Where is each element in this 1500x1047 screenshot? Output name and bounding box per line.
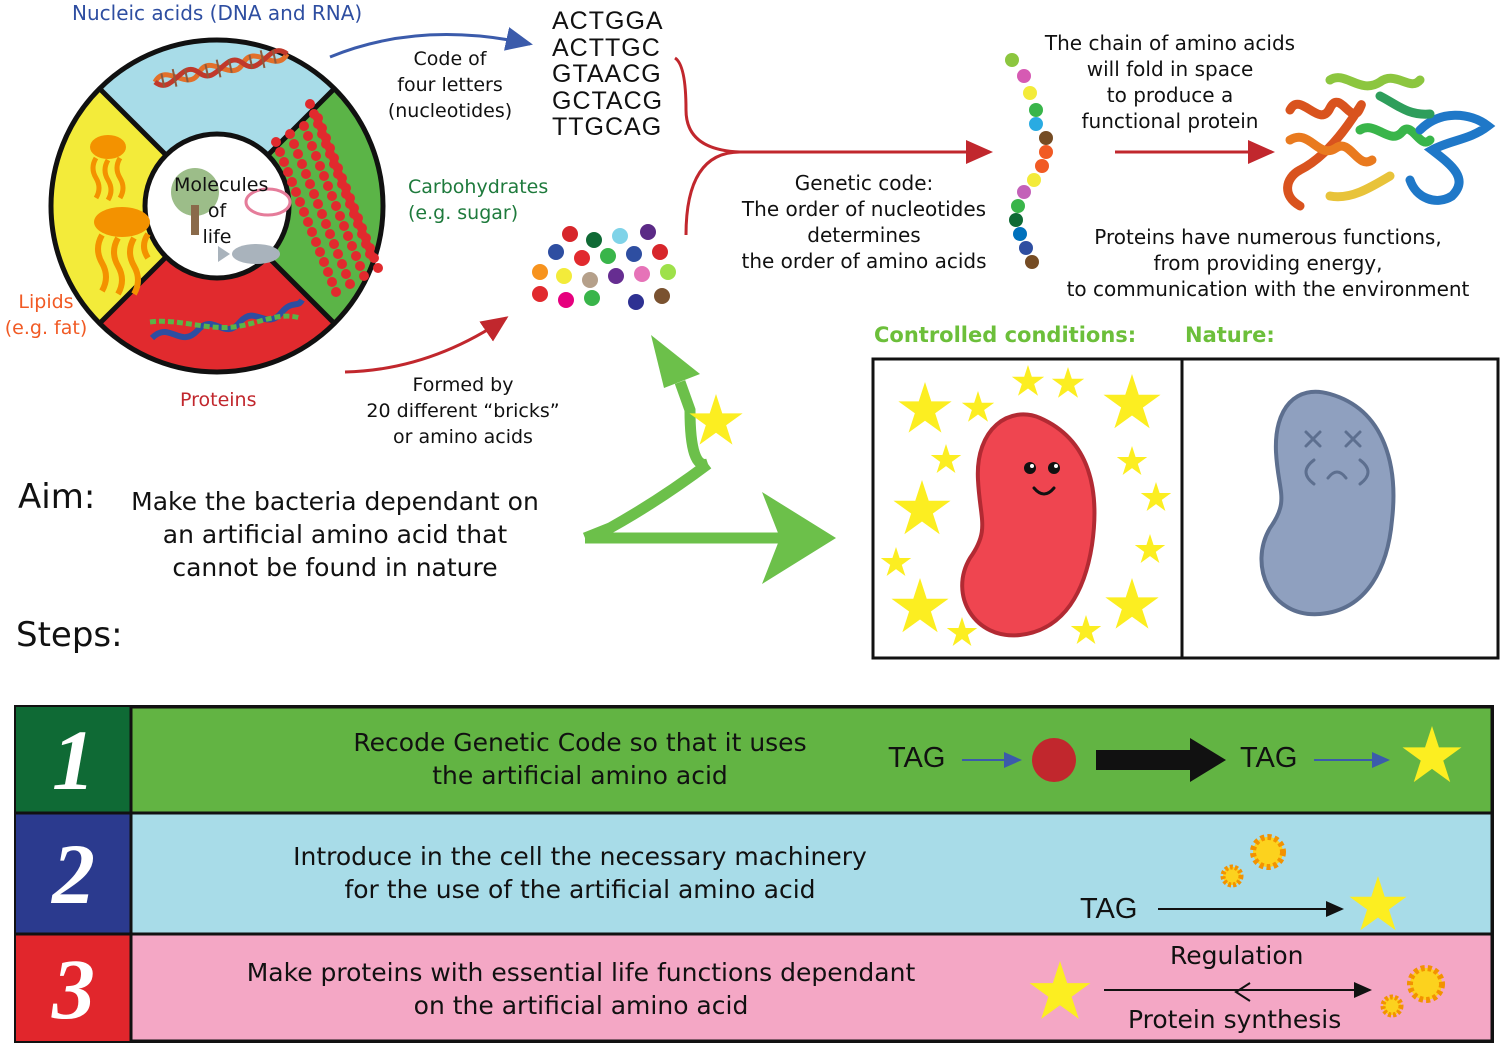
dna-sequence: GCTACG (552, 86, 664, 115)
genetic-code-line-4: the order of amino acids (741, 249, 987, 273)
step-2-number-cell (16, 813, 131, 934)
nature-label: Nature: (1185, 323, 1275, 347)
fold-text: The chain of amino acids will fold in sp… (1028, 30, 1312, 134)
recode-arrow (1096, 738, 1226, 782)
carbohydrates-label: Carbohydrates (e.g. sugar) (408, 174, 548, 226)
protein-synthesis-arrowhead (1234, 982, 1251, 1002)
arrow-protein-to-aminoacids (344, 316, 509, 374)
step-1-line-2: the artificial amino acid (432, 761, 728, 790)
dead-bacterium-icon (1259, 389, 1396, 617)
arrow-dna-to-code (329, 27, 533, 59)
fold-line-2: will fold in space (1086, 57, 1254, 81)
code-line-2: four letters (397, 74, 503, 96)
functions-text: Proteins have numerous functions, from p… (1040, 224, 1496, 302)
lipids-label: Lipids (e.g. fat) (0, 289, 92, 341)
code-line-3: (nucleotides) (387, 100, 513, 122)
step-1-text: Recode Genetic Code so that it uses the … (230, 726, 930, 792)
step-3-row (129, 932, 1494, 1043)
fold-line-4: functional protein (1081, 109, 1259, 133)
natural-amino-acid-icon (1032, 738, 1076, 782)
nucleic-acids-label: Nucleic acids (DNA and RNA) (72, 1, 363, 25)
formed-by-line-2: 20 different “bricks” (366, 400, 560, 422)
protein-helix-icon (149, 298, 305, 341)
step1-codon-a: TAG (888, 742, 946, 774)
functions-line-1: Proteins have numerous functions, (1094, 225, 1442, 249)
step2-codon: TAG (1080, 893, 1138, 925)
step-2-line-2: for the use of the artificial amino acid (344, 875, 816, 904)
dna-sequence: ACTTGC (552, 33, 661, 62)
aim-line-3: cannot be found in nature (172, 553, 498, 582)
life-icons (171, 168, 292, 264)
green-arrows (582, 335, 836, 584)
formed-by-text: Formed by 20 different “bricks” or amino… (345, 372, 581, 450)
center-line-1: Molecules (174, 174, 269, 196)
folded-protein-icon (1283, 73, 1496, 211)
lipids-line-2: (e.g. fat) (4, 317, 88, 339)
protein-gears-icon (1380, 965, 1445, 1018)
step1-codon-b: TAG (1240, 742, 1298, 774)
formed-by-line-1: Formed by (412, 374, 514, 396)
genetic-code-text: Genetic code: The order of nucleotides d… (716, 170, 1012, 274)
steps-heading: Steps: (16, 615, 123, 655)
step-3-text: Make proteins with essential life functi… (186, 956, 976, 1022)
sugar-chain-icon (271, 99, 383, 297)
aim-line-2: an artificial amino acid that (162, 520, 508, 549)
dna-sequence: GTAACG (552, 60, 662, 88)
regulation-label: Regulation (1170, 941, 1304, 970)
dna-sequences: ACTGGA ACTTGC GTAACG GCTACG TTGCAG (552, 8, 664, 141)
artificial-amino-acid-star-icon (689, 394, 743, 445)
dna-sequence: ACTGGA (552, 7, 664, 35)
step-3-line-1: Make proteins with essential life functi… (246, 958, 916, 987)
fold-line-3: to produce a (1106, 83, 1234, 107)
carbohydrates-line-2: (e.g. sugar) (408, 202, 519, 224)
genetic-code-line-1: Genetic code: (794, 171, 934, 195)
step-1-row (129, 705, 1494, 815)
step-3-number: 3 (52, 941, 95, 1037)
step-2-line-1: Introduce in the cell the necessary mach… (293, 842, 867, 871)
step-2-number: 2 (52, 826, 95, 922)
step-3-number-cell (16, 934, 131, 1041)
step-2-text: Introduce in the cell the necessary mach… (210, 840, 950, 906)
functions-line-3: to communication with the environment (1066, 277, 1470, 301)
step-1-line-1: Recode Genetic Code so that it uses (353, 728, 807, 757)
amino-acid-chain (1005, 53, 1053, 269)
step-3-line-2: on the artificial amino acid (413, 991, 749, 1020)
step-1-number-cell (16, 707, 131, 813)
center-line-3: life (202, 226, 232, 248)
aim-line-1: Make the bacteria dependant on (131, 487, 539, 516)
lipid-droplet-icon (90, 135, 151, 296)
aim-text: Make the bacteria dependant on an artifi… (96, 485, 574, 584)
controlled-conditions-label: Controlled conditions: (874, 323, 1137, 347)
functions-line-2: from providing energy, (1153, 251, 1383, 275)
dna-sequence: TTGCAG (552, 113, 663, 141)
code-line-1: Code of (413, 48, 487, 70)
formed-by-line-3: or amino acids (393, 426, 533, 448)
aim-label: Aim: (18, 477, 96, 517)
genetic-code-line-2: The order of nucleotides (741, 197, 987, 221)
code-of-four-letters-text: Code of four letters (nucleotides) (380, 46, 520, 124)
center-line-2: of (207, 200, 227, 222)
dna-helix-icon (152, 48, 290, 88)
proteins-label: Proteins (180, 389, 257, 411)
machinery-gears-icon (1220, 834, 1286, 888)
protein-synthesis-label: Protein synthesis (1128, 1005, 1342, 1034)
step-1-number: 1 (52, 712, 95, 808)
genetic-code-line-3: determines (807, 223, 921, 247)
amino-acid-dots (532, 224, 676, 310)
fold-line-1: The chain of amino acids (1044, 31, 1296, 55)
lipids-line-1: Lipids (18, 291, 74, 313)
arrow-code-to-chain (674, 56, 993, 164)
happy-bacterium-icon (960, 412, 1097, 638)
carbohydrates-line-1: Carbohydrates (408, 176, 549, 198)
molecules-of-life-label: Molecules of life (174, 172, 269, 250)
